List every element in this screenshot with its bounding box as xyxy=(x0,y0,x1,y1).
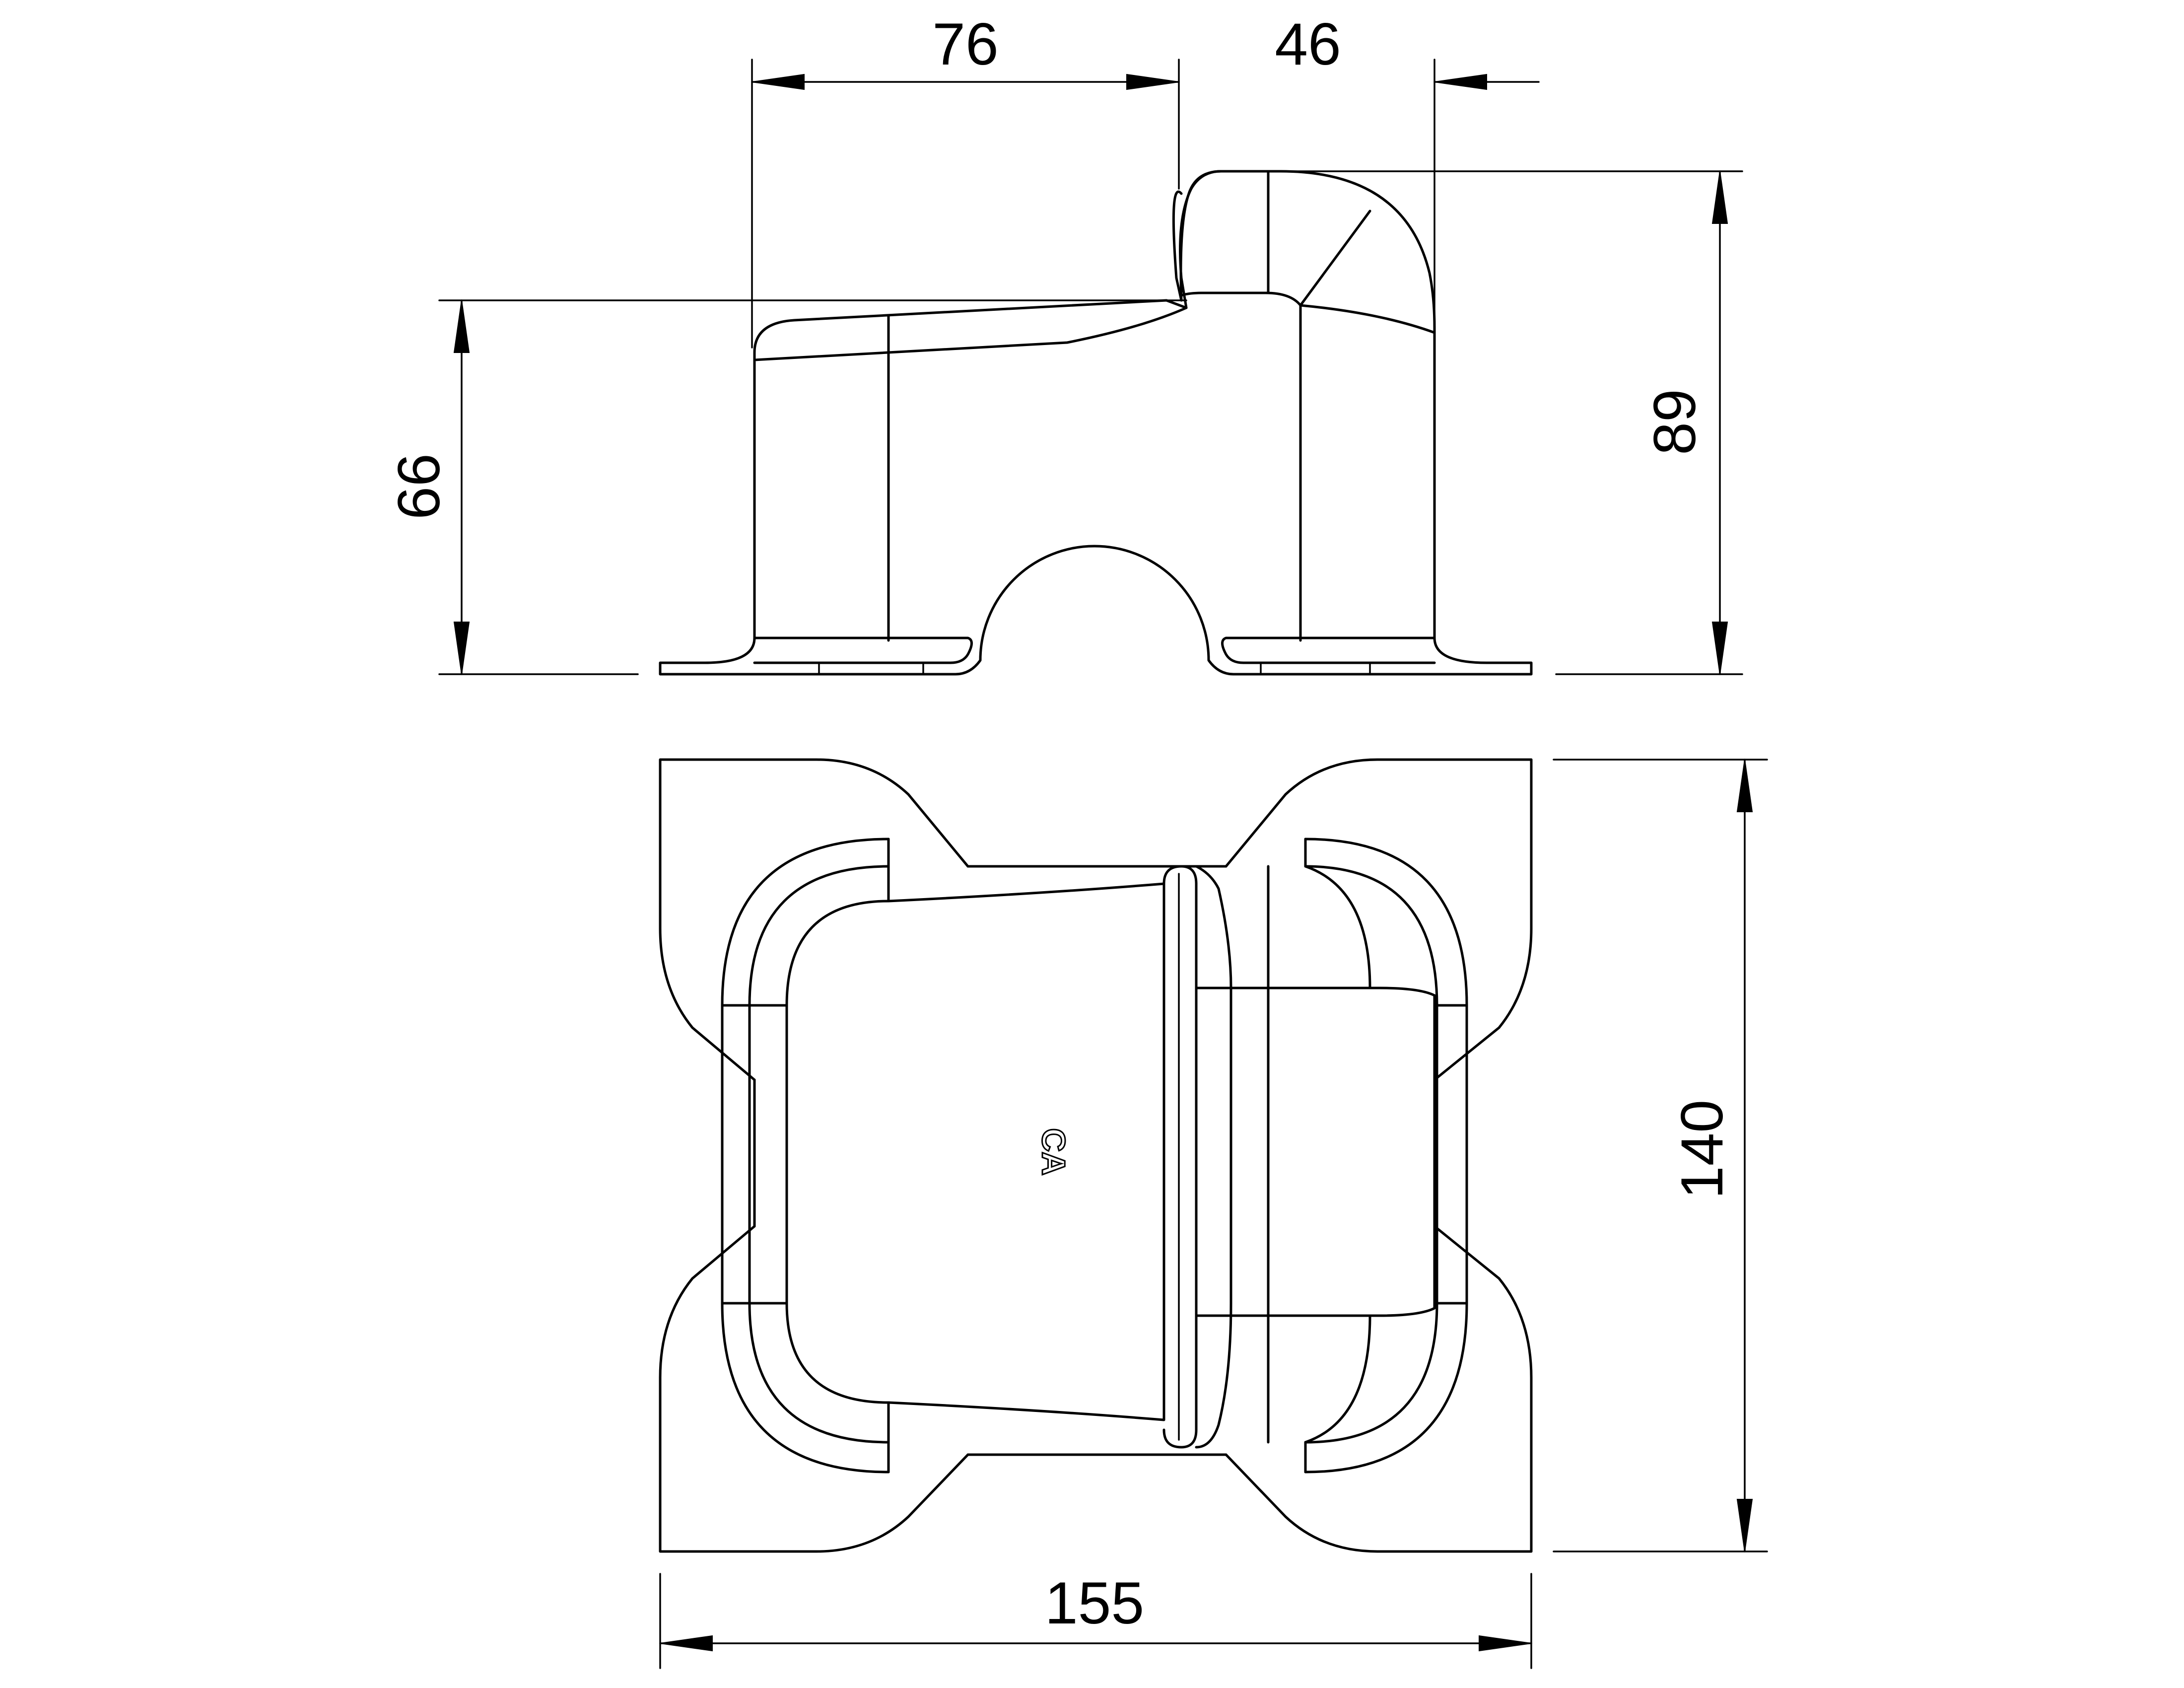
plan-step-lip xyxy=(1162,865,1198,1449)
dim-46-arrow-right xyxy=(1434,73,1487,90)
dim-76-arrow-right xyxy=(1126,73,1179,90)
plan-left-collar-inner xyxy=(785,900,890,1404)
elevation-step-front xyxy=(1179,170,1223,309)
dim-76-arrow-left xyxy=(751,73,805,90)
manufacturer-logo: CA xyxy=(1035,1128,1072,1175)
dim-155-label: 155 xyxy=(1045,1570,1144,1636)
plan-right-collar-mid xyxy=(1304,865,1438,1444)
dim-66-arrow-top xyxy=(453,300,470,353)
plan-view: CA 140 155 xyxy=(659,758,1768,1669)
dim-66-arrow-bottom xyxy=(453,622,470,675)
plan-left-collar-mid xyxy=(748,865,890,1444)
dim-155-arrow-left xyxy=(660,1635,713,1652)
dim-155-arrow-right xyxy=(1479,1635,1532,1652)
elevation-base-plate xyxy=(659,545,1533,676)
plan-right-collar-outer xyxy=(1304,838,1468,1474)
plan-body-outline xyxy=(753,865,1436,1456)
elevation-low-body xyxy=(753,299,1188,639)
plan-high-section-curve-top xyxy=(1304,865,1436,997)
plan-high-section-outline xyxy=(1195,865,1232,1449)
side-elevation-view: 76 46 66 89 xyxy=(386,11,1743,676)
elevation-bend-line xyxy=(1299,210,1371,307)
dim-140-label: 140 xyxy=(1669,1100,1735,1199)
dim-140-arrow-bottom xyxy=(1736,1499,1753,1552)
dim-89-label: 89 xyxy=(1641,389,1708,455)
dim-140-arrow-top xyxy=(1736,759,1753,812)
plan-flange-outline xyxy=(659,758,1533,1553)
dim-46-label: 46 xyxy=(1275,11,1341,77)
plan-high-section-curve-bottom xyxy=(1304,1307,1436,1444)
dim-66-label: 66 xyxy=(386,453,452,519)
elevation-base-inner xyxy=(753,636,1436,664)
plan-left-collar-outer xyxy=(721,838,890,1474)
plan-low-section-face xyxy=(887,882,1165,1421)
elevation-high-body-inner xyxy=(1180,291,1436,334)
dim-89-arrow-bottom xyxy=(1711,622,1728,675)
elevation-high-body xyxy=(1179,170,1436,639)
dim-76-label: 76 xyxy=(932,11,998,77)
elevation-step-back xyxy=(1172,190,1183,302)
dim-89-arrow-top xyxy=(1711,171,1728,224)
